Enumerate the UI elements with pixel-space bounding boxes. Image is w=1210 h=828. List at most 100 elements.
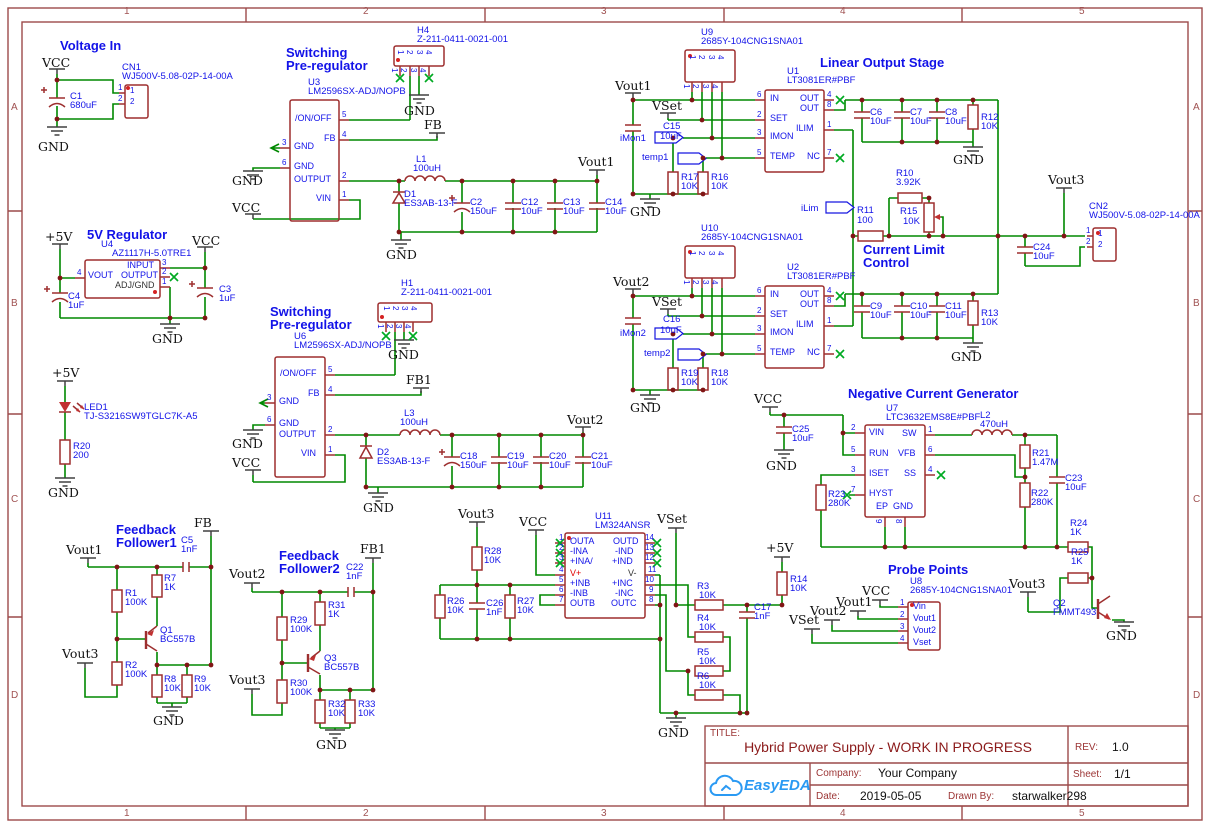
label-c12[interactable]: C12	[521, 197, 539, 208]
section-title-switching[interactable]: Switching	[286, 45, 348, 60]
resistor-body-R12[interactable]	[967, 104, 979, 130]
label-r19[interactable]: R19	[681, 368, 699, 379]
label-d2[interactable]: D2	[377, 447, 390, 458]
resistor-body-R13[interactable]	[967, 300, 979, 326]
net-flag-gnd[interactable]: GND	[153, 713, 184, 728]
label-r1[interactable]: R1	[125, 588, 138, 599]
resistor-body-R26[interactable]	[434, 594, 446, 619]
label-u1[interactable]: U1	[787, 66, 800, 77]
label-2685y-104cng1sna01[interactable]: 2685Y-104CNG1SNA01	[910, 585, 1013, 596]
label-r30[interactable]: R30	[290, 678, 308, 689]
component-body-U10[interactable]	[684, 245, 736, 279]
label-r16[interactable]: R16	[711, 172, 729, 183]
component-body-U2[interactable]	[764, 285, 825, 369]
label-100[interactable]: 100	[857, 215, 873, 226]
label-1k[interactable]: 1K	[1070, 527, 1082, 538]
label-u8[interactable]: U8	[910, 576, 923, 587]
label-10k[interactable]: 10K	[681, 377, 698, 388]
resistor-body-R31[interactable]	[314, 601, 326, 626]
component-body-H4[interactable]	[393, 45, 445, 67]
net-flag-gnd[interactable]: GND	[38, 139, 69, 154]
section-title-switching[interactable]: Switching	[270, 304, 332, 319]
label-10uf[interactable]: 10uF	[870, 116, 892, 127]
label-c17[interactable]: C17	[754, 602, 772, 613]
label-c6[interactable]: C6	[870, 107, 883, 118]
label-r21[interactable]: R21	[1032, 448, 1050, 459]
label-r15[interactable]: R15	[900, 206, 918, 217]
label-10k[interactable]: 10K	[699, 622, 716, 633]
label-1uf[interactable]: 1uF	[219, 293, 236, 304]
label-10k[interactable]: 10K	[711, 181, 728, 192]
resistor-body-R3[interactable]	[694, 599, 724, 611]
component-body-CN1[interactable]	[124, 84, 149, 119]
resistor-body-R28[interactable]	[471, 546, 483, 571]
label-10uf[interactable]: 10uF	[910, 310, 932, 321]
label-10uf[interactable]: 10uF	[549, 460, 571, 471]
section-title-probe-points[interactable]: Probe Points	[888, 562, 969, 577]
net-flag-vcc[interactable]: VCC	[42, 55, 71, 70]
component-body-U7[interactable]	[864, 424, 926, 518]
label-r10[interactable]: R10	[896, 168, 914, 179]
resistor-body-R30[interactable]	[276, 679, 288, 704]
net-flag-vout2[interactable]: Vout2	[567, 412, 604, 427]
label-es3ab-13-f[interactable]: ES3AB-13-F	[404, 198, 458, 209]
label-r29[interactable]: R29	[290, 615, 308, 626]
label-10k[interactable]: 10K	[903, 216, 920, 227]
net-flag-vout1[interactable]: Vout1	[578, 154, 615, 169]
resistor-body-R19[interactable]	[667, 367, 679, 391]
resistor-body-R1[interactable]	[111, 589, 123, 613]
label-r28[interactable]: R28	[484, 546, 502, 557]
label-1uf[interactable]: 1uF	[68, 300, 85, 311]
label-100k[interactable]: 100K	[290, 624, 313, 635]
label-1nf[interactable]: 1nF	[754, 611, 771, 622]
net-port[interactable]	[677, 152, 707, 165]
label-10uf[interactable]: 10uF	[591, 460, 613, 471]
net-flag-vout3[interactable]: Vout3	[229, 672, 266, 687]
label-1nf[interactable]: 1nF	[486, 607, 503, 618]
net-port[interactable]	[677, 348, 707, 361]
label-r23[interactable]: R23	[828, 489, 846, 500]
net-flag-vcc[interactable]: VCC	[754, 391, 783, 406]
resistor-body-R33[interactable]	[344, 699, 356, 724]
section-title-feedback[interactable]: Feedback	[116, 522, 176, 537]
label-1k[interactable]: 1K	[164, 582, 176, 593]
resistor-body-R8[interactable]	[151, 674, 163, 698]
section-title-5v-regulator[interactable]: 5V Regulator	[87, 227, 168, 242]
label-q2[interactable]: Q2	[1053, 598, 1066, 609]
label-c7[interactable]: C7	[910, 107, 923, 118]
label-c13[interactable]: C13	[563, 197, 581, 208]
label-100uh[interactable]: 100uH	[400, 417, 428, 428]
label-c21[interactable]: C21	[591, 451, 609, 462]
label-10k[interactable]: 10K	[981, 121, 998, 132]
label-10uf[interactable]: 10uF	[1065, 482, 1087, 493]
label-10k[interactable]: 10K	[790, 583, 807, 594]
label-10k[interactable]: 10K	[328, 708, 345, 719]
net-flag-vcc[interactable]: VCC	[192, 233, 221, 248]
resistor-body-R9[interactable]	[181, 674, 193, 698]
label-lt3081er#pbf[interactable]: LT3081ER#PBF	[787, 271, 856, 282]
resistor-body-R17[interactable]	[667, 171, 679, 195]
label-r2[interactable]: R2	[125, 660, 138, 671]
label-c24[interactable]: C24	[1033, 242, 1051, 253]
label-c16[interactable]: C16	[663, 314, 681, 325]
label-r27[interactable]: R27	[517, 596, 535, 607]
label-l1[interactable]: L1	[416, 154, 427, 165]
label-r33[interactable]: R33	[358, 699, 376, 710]
label-1nf[interactable]: 1nF	[346, 571, 363, 582]
section-title-follower2[interactable]: Follower2	[279, 561, 340, 576]
net-flag-+5v[interactable]: +5V	[766, 540, 794, 555]
wires[interactable]	[56, 74, 1125, 730]
label-r14[interactable]: R14	[790, 574, 808, 585]
label-10uf[interactable]: 10uF	[945, 310, 967, 321]
resistor-body-R20[interactable]	[59, 439, 71, 465]
label-r3[interactable]: R3	[697, 581, 710, 592]
label-100uh[interactable]: 100uH	[413, 163, 441, 174]
label-10k[interactable]: 10K	[711, 377, 728, 388]
component-body-U4[interactable]	[84, 259, 161, 299]
section-title-feedback[interactable]: Feedback	[279, 548, 339, 563]
resistor-body-R11[interactable]	[857, 230, 884, 242]
net-flag-gnd[interactable]: GND	[1106, 628, 1137, 643]
label-c3[interactable]: C3	[219, 284, 232, 295]
net-port[interactable]	[654, 327, 684, 340]
label-r22[interactable]: R22	[1031, 488, 1049, 499]
